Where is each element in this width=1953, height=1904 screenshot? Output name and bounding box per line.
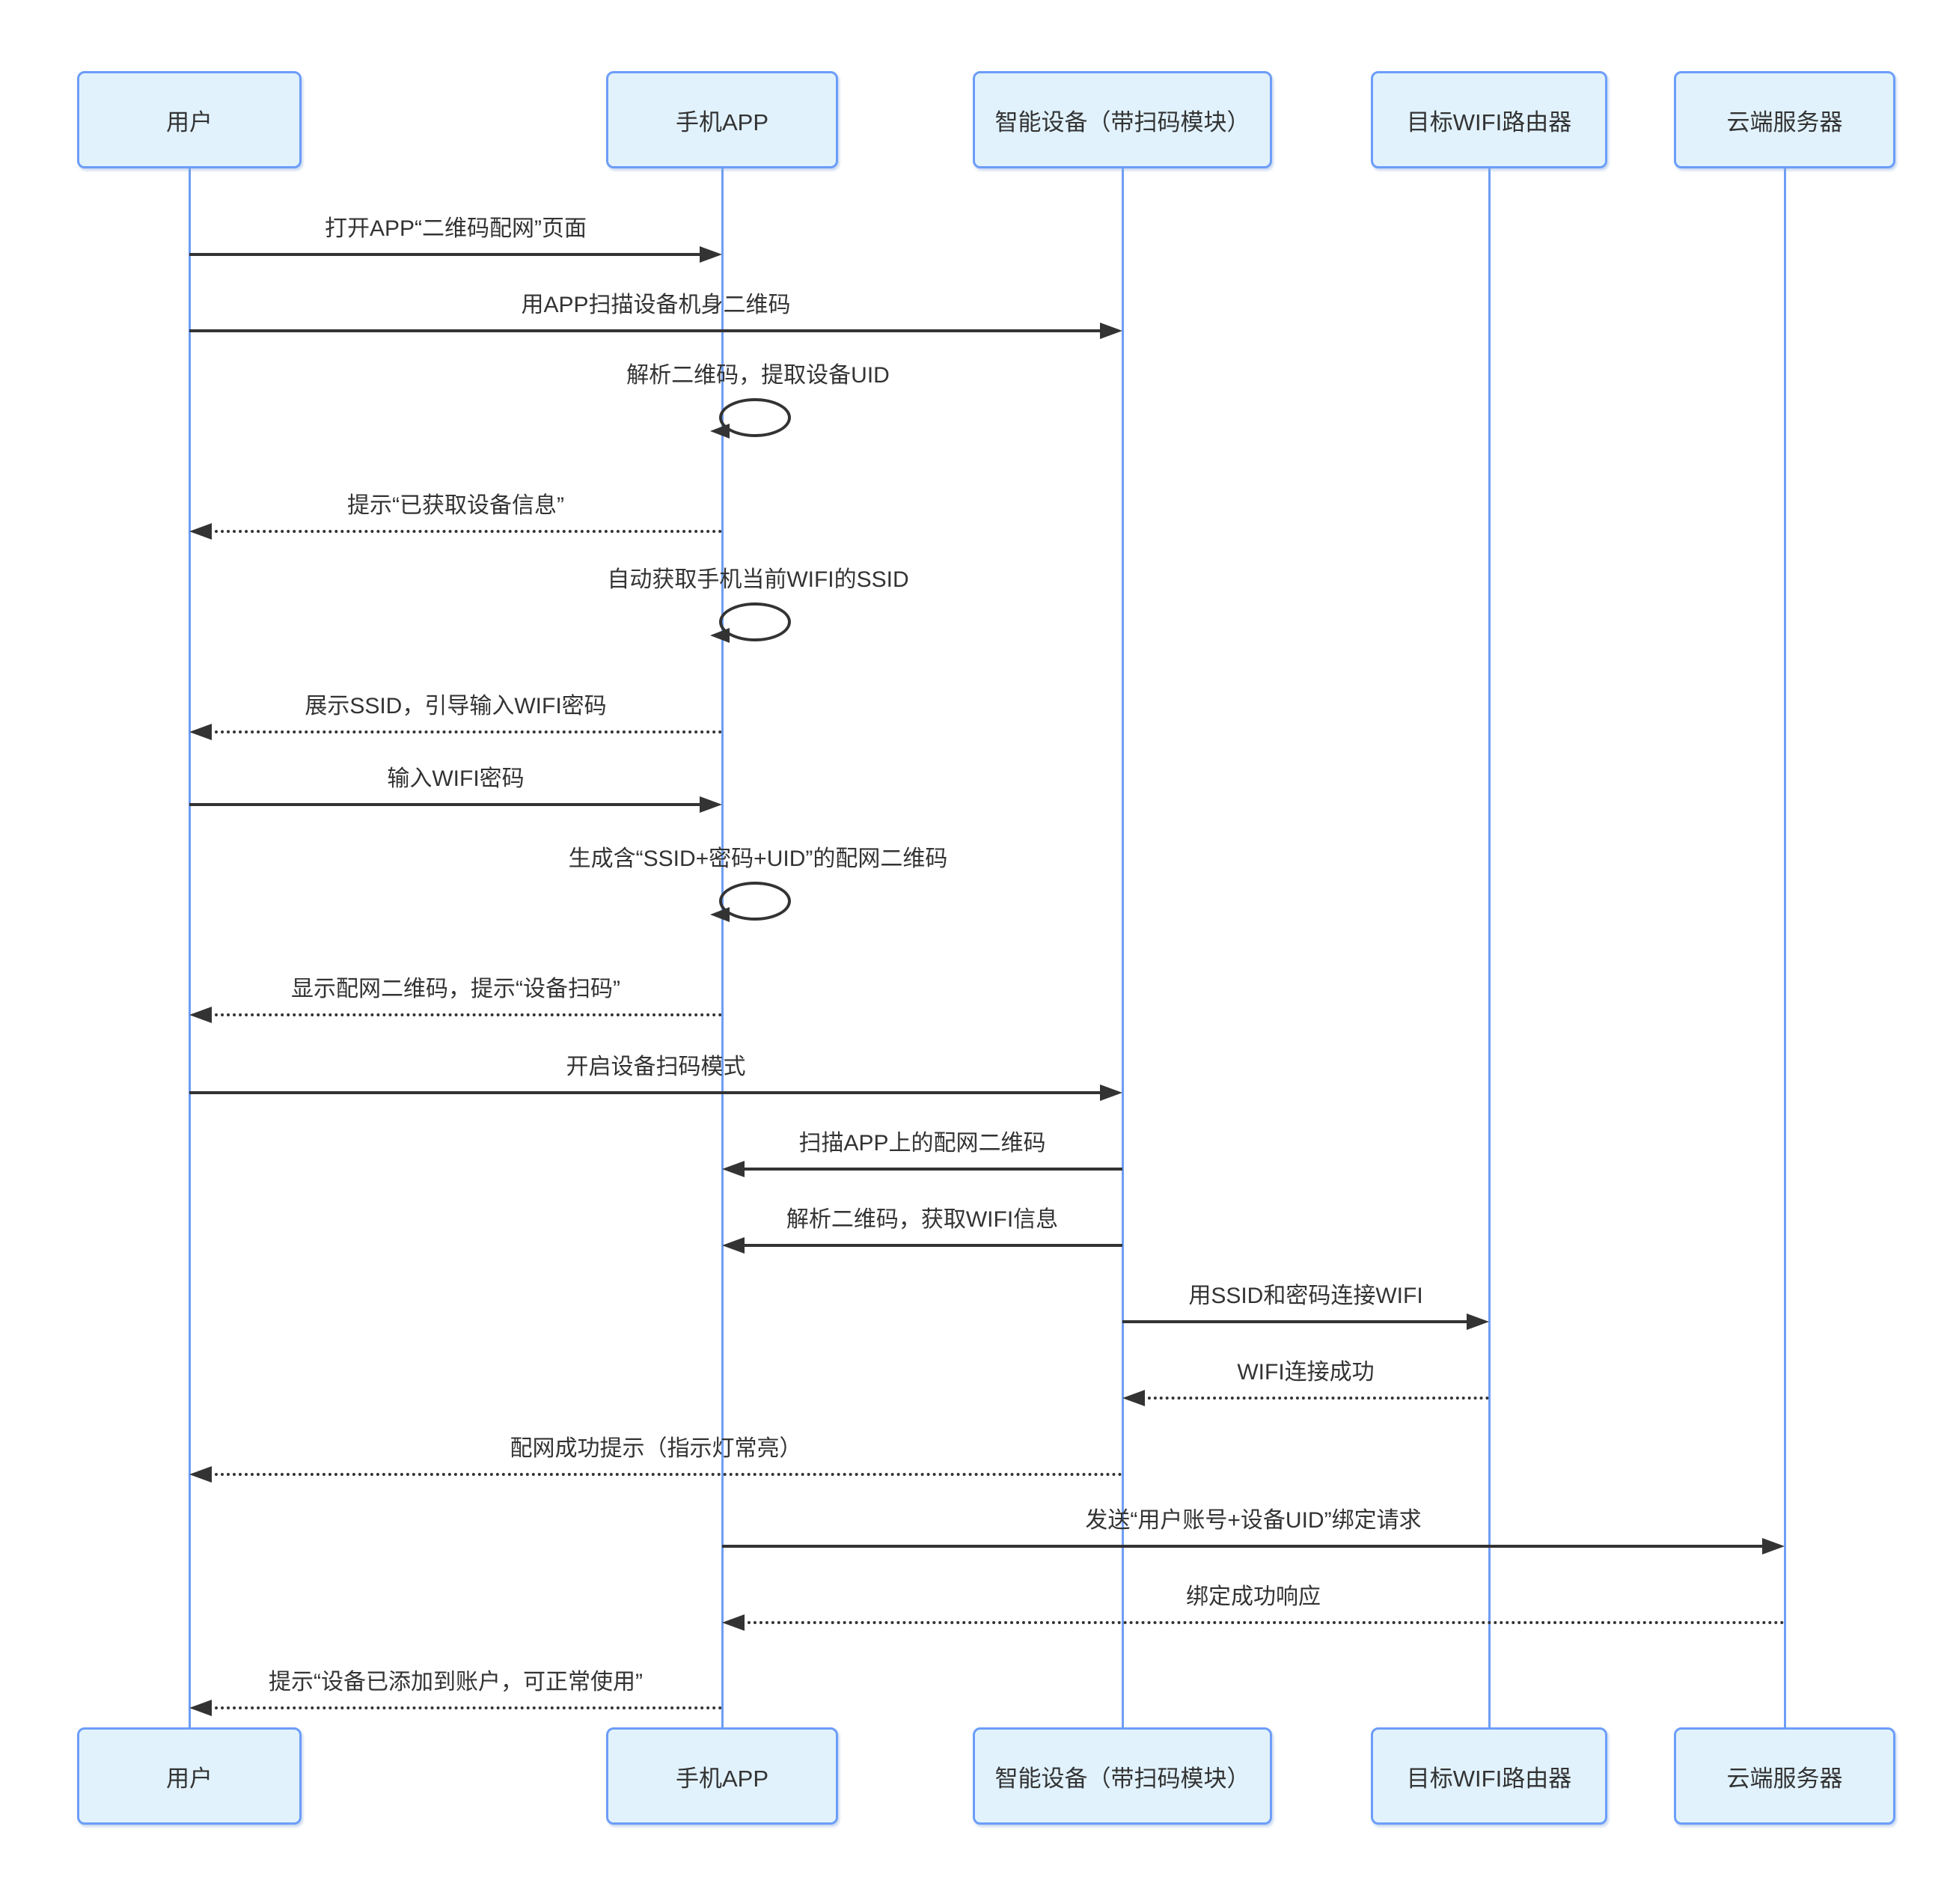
message-label: 提示“已获取设备信息” — [347, 493, 564, 518]
self-loop — [719, 602, 791, 641]
lifeline-app — [721, 167, 724, 1729]
message-label: WIFI连接成功 — [1237, 1360, 1375, 1385]
message-label: 用APP扫描设备机身二维码 — [521, 293, 791, 317]
message-label: 扫描APP上的配网二维码 — [798, 1131, 1046, 1156]
message-label: 解析二维码，提取设备UID — [626, 363, 890, 388]
message-label: 发送“用户账号+设备UID”绑定请求 — [1085, 1508, 1422, 1533]
participant-box-bottom-cloud: 云端服务器 — [1674, 1727, 1895, 1825]
arrowhead-left-icon — [189, 523, 212, 540]
message-label: 生成含“SSID+密码+UID”的配网二维码 — [568, 846, 948, 871]
message-line — [209, 530, 722, 533]
message-line — [189, 803, 703, 806]
message-line — [1122, 1320, 1470, 1323]
participant-label: 智能设备（带扫码模块） — [994, 1765, 1250, 1792]
lifeline-user — [188, 167, 191, 1729]
participant-label: 目标WIFI路由器 — [1406, 1765, 1572, 1792]
message-line — [742, 1621, 1785, 1624]
participant-label: 手机APP — [675, 1765, 769, 1792]
arrowhead-right-icon — [700, 246, 722, 263]
arrowhead-right-icon — [1762, 1538, 1785, 1554]
message-label: 用SSID和密码连接WIFI — [1188, 1284, 1423, 1308]
message-line — [722, 1545, 1765, 1548]
arrowhead-left-icon — [710, 628, 730, 643]
participant-box-top-user: 用户 — [77, 71, 302, 168]
message-label: 输入WIFI密码 — [387, 766, 525, 791]
participant-label: 用户 — [166, 109, 213, 135]
participant-label: 目标WIFI路由器 — [1406, 109, 1572, 135]
message-line — [189, 1091, 1103, 1094]
message-label: 显示配网二维码，提示“设备扫码” — [291, 977, 620, 1001]
arrowhead-right-icon — [1467, 1313, 1489, 1330]
participant-label: 手机APP — [675, 109, 769, 135]
message-line — [742, 1168, 1122, 1171]
participant-box-bottom-router: 目标WIFI路由器 — [1371, 1727, 1607, 1825]
participant-box-top-cloud: 云端服务器 — [1674, 71, 1895, 168]
message-line — [742, 1244, 1122, 1247]
arrowhead-right-icon — [1100, 323, 1122, 339]
lifeline-device — [1121, 167, 1124, 1729]
message-label: 提示“设备已添加到账户，可正常使用” — [269, 1670, 643, 1694]
message-line — [209, 1013, 722, 1016]
participant-label: 用户 — [166, 1765, 213, 1792]
participant-label: 云端服务器 — [1726, 109, 1843, 135]
self-loop — [719, 882, 791, 921]
arrowhead-left-icon — [189, 1700, 212, 1716]
arrowhead-right-icon — [1100, 1084, 1122, 1101]
message-line — [189, 329, 1103, 332]
arrowhead-right-icon — [700, 796, 722, 813]
lifeline-cloud — [1783, 167, 1786, 1729]
message-line — [189, 253, 703, 256]
participant-box-bottom-user: 用户 — [77, 1727, 302, 1825]
arrowhead-left-icon — [189, 724, 212, 740]
lifeline-router — [1488, 167, 1491, 1729]
participant-box-bottom-app: 手机APP — [606, 1727, 838, 1825]
message-line — [1142, 1397, 1489, 1400]
message-label: 配网成功提示（指示灯常亮） — [510, 1436, 802, 1461]
participant-label: 智能设备（带扫码模块） — [994, 109, 1250, 135]
message-label: 展示SSID，引导输入WIFI密码 — [305, 694, 607, 718]
participant-box-top-device: 智能设备（带扫码模块） — [973, 71, 1272, 168]
participant-box-top-router: 目标WIFI路由器 — [1371, 71, 1607, 168]
arrowhead-left-icon — [710, 907, 730, 922]
message-label: 绑定成功响应 — [1186, 1584, 1321, 1609]
message-label: 自动获取手机当前WIFI的SSID — [607, 567, 909, 592]
message-label: 解析二维码，获取WIFI信息 — [786, 1207, 1059, 1232]
arrowhead-left-icon — [722, 1237, 745, 1254]
participant-box-top-app: 手机APP — [606, 71, 838, 168]
arrowhead-left-icon — [722, 1161, 745, 1177]
message-label: 打开APP“二维码配网”页面 — [324, 216, 587, 241]
arrowhead-left-icon — [722, 1614, 745, 1631]
message-label: 开启设备扫码模式 — [566, 1055, 746, 1079]
message-line — [209, 730, 722, 733]
arrowhead-left-icon — [710, 424, 730, 439]
participant-label: 云端服务器 — [1726, 1765, 1843, 1792]
arrowhead-left-icon — [1122, 1390, 1145, 1406]
arrowhead-left-icon — [189, 1466, 212, 1483]
participant-box-bottom-device: 智能设备（带扫码模块） — [973, 1727, 1272, 1825]
message-line — [209, 1706, 722, 1709]
message-line — [209, 1473, 1122, 1476]
arrowhead-left-icon — [189, 1007, 212, 1023]
self-loop — [719, 398, 791, 437]
